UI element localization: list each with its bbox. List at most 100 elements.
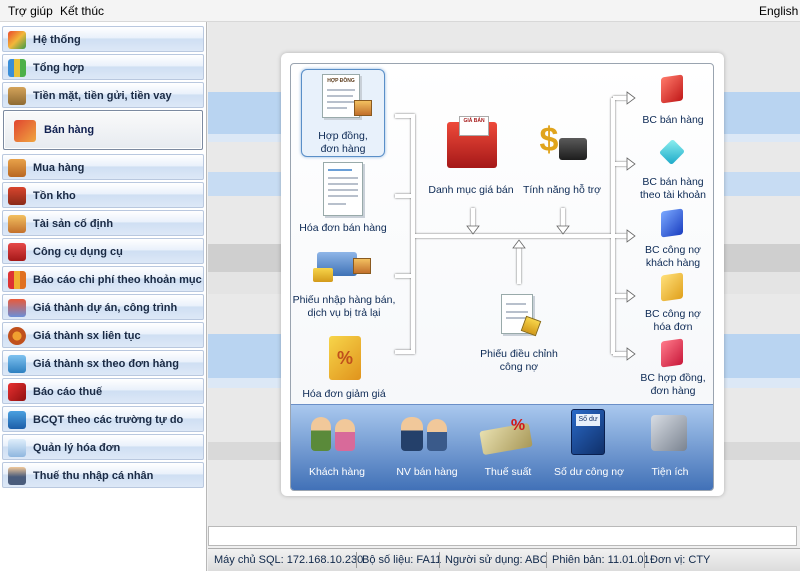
toolbar-label: Thuế suất bbox=[484, 466, 532, 478]
sales-process-panel: HỢP ĐỒNG Hợp đồng, đơn hàng Hóa đơn bán … bbox=[281, 53, 724, 496]
menu-exit[interactable]: Kết thúc bbox=[60, 4, 105, 18]
toolbar-thue-suat[interactable]: % Thuế suất bbox=[473, 411, 543, 489]
node-label: Hợp đồng, bbox=[318, 130, 368, 142]
sidebar-item-tai-san-co-dinh[interactable]: Tài sản cố định bbox=[2, 210, 204, 236]
calculator-icon bbox=[8, 355, 26, 373]
sidebar-item-tien-mat[interactable]: Tiền mặt, tiền gửi, tiền vay bbox=[2, 82, 204, 108]
sidebar-item-label: Báo cáo thuế bbox=[33, 386, 103, 398]
sidebar-item-thue-tncn[interactable]: Thuế thu nhập cá nhân bbox=[2, 462, 204, 488]
toolbar-khach-hang[interactable]: Khách hàng bbox=[299, 411, 375, 489]
red-folder-icon: GIÁ BÁN bbox=[447, 116, 497, 168]
node-hop-dong[interactable]: HỢP ĐỒNG Hợp đồng, đơn hàng bbox=[301, 69, 385, 157]
shopping-basket-icon bbox=[8, 159, 26, 177]
node-label: Danh mục giá bán bbox=[428, 184, 514, 196]
menu-help[interactable]: Trợ giúp bbox=[8, 4, 53, 18]
command-input[interactable] bbox=[208, 526, 797, 546]
sidebar-item-label: Báo cáo chi phí theo khoản mục bbox=[33, 274, 202, 286]
sidebar-item-gia-thanh-sx-lien-tuc[interactable]: Giá thành sx liên tục bbox=[2, 322, 204, 348]
node-phieu-nhap-tra-lai[interactable]: Phiếu nhập hàng bán, dịch vụ bị trả lại bbox=[291, 240, 397, 322]
sidebar-item-gia-thanh-du-an[interactable]: Giá thành dự án, công trình bbox=[2, 294, 204, 320]
node-label: Tính năng hỗ trợ bbox=[522, 184, 602, 196]
cyan-gem-icon bbox=[658, 138, 686, 166]
box-icon bbox=[353, 258, 371, 274]
node-bc-ban-hang[interactable]: BC bán hàng bbox=[635, 74, 711, 130]
node-bc-hop-dong[interactable]: BC hợp đồng, đơn hàng bbox=[633, 336, 713, 402]
node-phieu-dieu-chinh-cong-no[interactable]: Phiếu điều chỉnh công nợ bbox=[471, 290, 567, 373]
node-label: hóa đơn bbox=[653, 321, 693, 333]
sidebar-item-bao-cao-thue[interactable]: Báo cáo thuế bbox=[2, 378, 204, 404]
node-danh-muc-gia-ban[interactable]: GIÁ BÁN Danh mục giá bán bbox=[421, 112, 521, 202]
toolbar-label: Số dư công nợ bbox=[554, 466, 624, 478]
status-database: Bộ số liệu: FA11 bbox=[362, 554, 442, 566]
node-label: đơn hàng bbox=[650, 385, 696, 397]
binders-icon bbox=[8, 271, 26, 289]
sidebar-item-he-thong[interactable]: Hệ thống bbox=[2, 26, 204, 52]
warehouse-icon bbox=[8, 187, 26, 205]
node-hoa-don-ban-hang[interactable]: Hóa đơn bán hàng bbox=[297, 160, 389, 238]
sidebar-item-label: Tiền mặt, tiền gửi, tiền vay bbox=[33, 90, 172, 102]
sidebar-item-label: Giá thành sx theo đơn hàng bbox=[33, 358, 179, 370]
node-label: công nợ bbox=[499, 361, 539, 373]
module-sidebar: Hệ thống Tổng hợp Tiền mặt, tiền gửi, ti… bbox=[0, 22, 207, 571]
sidebar-item-tong-hop[interactable]: Tổng hợp bbox=[2, 54, 204, 80]
customers-icon bbox=[311, 417, 331, 451]
cart-icon bbox=[8, 411, 26, 429]
menu-language[interactable]: English bbox=[759, 4, 799, 18]
node-label: đơn hàng bbox=[320, 143, 366, 155]
box-icon bbox=[354, 100, 372, 116]
sales-staff-icon bbox=[401, 417, 423, 451]
gears-icon bbox=[8, 327, 26, 345]
toolbox-icon bbox=[8, 243, 26, 261]
toolbar-label: NV bán hàng bbox=[396, 466, 458, 478]
red-book-icon bbox=[661, 74, 683, 104]
sidebar-item-mua-hang[interactable]: Mua hàng bbox=[2, 154, 204, 180]
toolbar-label: Khách hàng bbox=[308, 466, 366, 478]
sidebar-item-gia-thanh-sx-don-hang[interactable]: Giá thành sx theo đơn hàng bbox=[2, 350, 204, 376]
dollar-icon: $ bbox=[539, 121, 559, 159]
flow-connectors bbox=[395, 91, 636, 361]
node-bc-ban-hang-tai-khoan[interactable]: BC bán hàng theo tài khoản bbox=[633, 138, 713, 206]
node-label: BC bán hàng bbox=[642, 114, 704, 126]
sidebar-item-label: Quản lý hóa đơn bbox=[33, 442, 121, 454]
sidebar-item-bao-cao-chi-phi[interactable]: Báo cáo chi phí theo khoản mục bbox=[2, 266, 204, 292]
node-label: BC bán hàng bbox=[642, 176, 704, 188]
node-label: dịch vụ bị trả lại bbox=[307, 307, 381, 319]
tools-icon bbox=[651, 415, 687, 451]
sidebar-item-bcqt[interactable]: BCQT theo các trường tự do bbox=[2, 406, 204, 432]
node-tinh-nang-ho-tro[interactable]: $ Tính năng hỗ trợ bbox=[519, 112, 605, 202]
sidebar-item-label: Bán hàng bbox=[44, 124, 95, 136]
node-bc-cong-no-hoa-don[interactable]: BC công nợ hóa đơn bbox=[633, 272, 713, 340]
yellow-book-icon bbox=[661, 272, 683, 302]
person-icon bbox=[8, 467, 26, 485]
node-label: BC hợp đồng, bbox=[640, 372, 706, 384]
node-label: Phiếu nhập hàng bán, bbox=[292, 294, 396, 306]
sidebar-item-label: Tổng hợp bbox=[33, 62, 85, 74]
toolbar-so-du-cong-no[interactable]: Số dư Số dư công nợ bbox=[547, 409, 631, 489]
status-sql-server: Máy chủ SQL: 172.168.10.230 bbox=[214, 554, 364, 566]
gear-blocks-icon bbox=[8, 31, 26, 49]
contract-document-icon: HỢP ĐỒNG bbox=[322, 74, 360, 118]
sidebar-item-label: Công cụ dụng cụ bbox=[33, 246, 123, 258]
house-icon bbox=[8, 215, 26, 233]
sidebar-item-label: Giá thành dự án, công trình bbox=[33, 302, 178, 314]
red-book-icon bbox=[661, 338, 683, 368]
balance-book-icon: Số dư bbox=[571, 409, 605, 455]
sidebar-item-ban-hang[interactable]: Bán hàng bbox=[3, 110, 203, 150]
toolbar-label: Tiện ích bbox=[651, 466, 689, 478]
status-bar: Máy chủ SQL: 172.168.10.230 Bộ số liệu: … bbox=[208, 548, 800, 571]
node-label: BC công nợ bbox=[645, 244, 701, 256]
node-label: BC công nợ bbox=[645, 308, 701, 320]
sidebar-item-label: Tài sản cố định bbox=[33, 218, 114, 230]
sidebar-item-label: Thuế thu nhập cá nhân bbox=[33, 470, 154, 482]
node-bc-cong-no-khach-hang[interactable]: BC công nợ khách hàng bbox=[633, 206, 713, 274]
sidebar-item-quan-ly-hoa-don[interactable]: Quản lý hóa đơn bbox=[2, 434, 204, 460]
node-label: Hóa đơn giảm giá bbox=[302, 388, 386, 400]
sidebar-item-label: BCQT theo các trường tự do bbox=[33, 414, 184, 426]
node-hoa-don-giam-gia[interactable]: % Hóa đơn giảm giá bbox=[299, 332, 389, 404]
toolbar-nv-ban-hang[interactable]: NV bán hàng bbox=[387, 411, 467, 489]
briefcase-icon bbox=[559, 138, 587, 160]
sidebar-item-cong-cu-dung-cu[interactable]: Công cụ dụng cụ bbox=[2, 238, 204, 264]
toolbar-tien-ich[interactable]: Tiện ích bbox=[635, 411, 705, 489]
status-unit: Đơn vị: CTY bbox=[650, 554, 711, 566]
sidebar-item-ton-kho[interactable]: Tồn kho bbox=[2, 182, 204, 208]
